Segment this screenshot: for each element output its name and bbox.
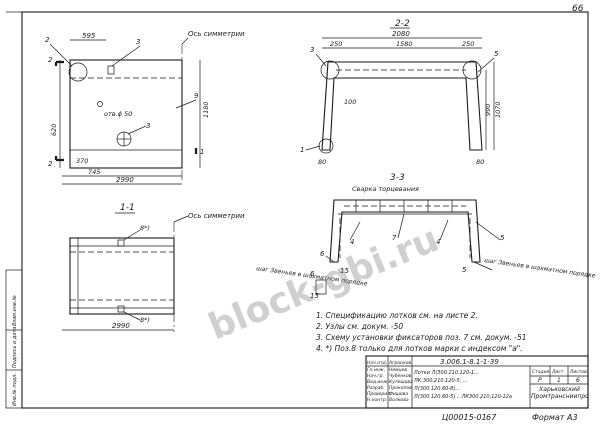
section-2-2: 2-2 2080 250 1580 250 1070 990 100 80 80… bbox=[300, 19, 502, 166]
section-3-3-callout-7: 7 bbox=[392, 234, 397, 242]
section-3-3-title: 3-3 bbox=[390, 173, 405, 183]
tb-name-6: Н.контр. bbox=[367, 397, 387, 403]
section-2-2-callout-1: 1 bbox=[300, 146, 304, 154]
plan-hole-label: отв.ϕ 50 bbox=[104, 110, 132, 118]
tb-signer-4: Прокопов bbox=[389, 385, 412, 391]
plan-dim-745: 745 bbox=[88, 168, 100, 176]
section-1-1-slab bbox=[69, 237, 175, 315]
section-2-2-dim-left: 250 bbox=[330, 40, 342, 48]
section-1-1-axis-label: Ось симметрии bbox=[188, 212, 245, 220]
plan-slab-outline bbox=[69, 59, 183, 169]
plan-dim-370: 370 bbox=[76, 157, 88, 165]
section-3-3-callout-4b: 4 bbox=[436, 238, 440, 246]
plan-dim-total: 2990 bbox=[116, 176, 134, 184]
section-3-3-callout-15b: 15 bbox=[310, 292, 319, 300]
tb-signer-1: Немцев bbox=[389, 367, 407, 373]
section-2-2-dim-total: 2080 bbox=[392, 30, 410, 38]
section-2-2-dim-right: 250 bbox=[462, 40, 474, 48]
title-block-doc-code: 3.006.1-8.1-1-39 bbox=[440, 358, 499, 366]
tb-organization: Харьковский Промтрансниипроект bbox=[531, 386, 588, 400]
section-3-3-note-right: шаг Звеньев в шахматном порядке bbox=[484, 257, 596, 280]
plan-dim-595: 595 bbox=[82, 32, 96, 40]
section-2-2-circle-right bbox=[462, 60, 482, 80]
section-2-2-dim-80-left: 80 bbox=[318, 158, 326, 166]
plan-section-mark-1: 1 bbox=[200, 148, 204, 156]
tb-name-1: Гл.инж. bbox=[367, 367, 385, 373]
tb-signer-0: Агранков bbox=[388, 360, 411, 366]
note-1: 1. Спецификацию лотков см. на листе 2. bbox=[316, 311, 478, 320]
notes-block: 1. Спецификацию лотков см. на листе 2. 2… bbox=[316, 311, 527, 353]
tb-name-0: Нач.отд. bbox=[367, 360, 387, 366]
note-2: 2. Узлы см. докум. -50 bbox=[316, 322, 403, 331]
side-stamp-2: Взам.инв.№ bbox=[12, 295, 18, 326]
sheet-frame bbox=[21, 11, 589, 409]
section-2-2-circle-left bbox=[320, 60, 340, 80]
tb-desc-0: Лотки Л(З00.210.120-1... bbox=[413, 370, 479, 376]
plan-detail-circle bbox=[68, 62, 88, 82]
tb-stage-h-0: Стадия bbox=[532, 369, 550, 375]
section-3-3-callout-6b: 6 bbox=[310, 270, 315, 278]
plan-dim-1180: 1180 bbox=[202, 101, 210, 118]
section-3-3-subtitle: Сварка торцевания bbox=[352, 185, 419, 193]
section-2-2-callout-5: 5 bbox=[494, 50, 499, 58]
footer-sheet: 67 bbox=[486, 413, 497, 422]
footer-code: Ц00015-01 bbox=[442, 413, 487, 422]
tb-stage-h-2: Листов bbox=[569, 369, 587, 375]
tb-stage-v-0: Р bbox=[538, 377, 542, 384]
tb-name-3: Вед.инж. bbox=[367, 379, 389, 385]
tb-signer-5: Фишова bbox=[389, 391, 408, 397]
tb-stage-v-1: 1 bbox=[557, 377, 561, 384]
note-3: 3. Схему установки фиксаторов поз. 7 см.… bbox=[316, 333, 527, 342]
section-2-2-dim-1070: 1070 bbox=[494, 101, 502, 118]
side-stamp-0: Инв.№ подл. bbox=[12, 373, 18, 406]
tb-desc-1: ЛК 300.210.120-5; ... bbox=[413, 378, 468, 384]
note-4: 4. *) Поз.8 только для лотков марки с ин… bbox=[316, 344, 523, 353]
section-1-1-dim-total: 2990 bbox=[112, 322, 130, 330]
tb-stage-v-2: 6 bbox=[576, 377, 580, 384]
plan-dim-620: 620 bbox=[50, 124, 58, 136]
section-1-1-title: 1-1 bbox=[120, 203, 135, 213]
tb-desc-3: Л(300.120.60-5)... ЛК300.210.120-12а bbox=[413, 394, 512, 400]
section-3-3-callout-6a: 6 bbox=[320, 250, 325, 258]
section-2-2-dim-990: 990 bbox=[484, 104, 492, 116]
tb-name-2: Нач.гр. bbox=[367, 373, 384, 379]
section-1-1: 1-1 Ось симметрии 8*) 8*) 2990 bbox=[62, 203, 245, 332]
section-2-2-profile bbox=[321, 61, 483, 151]
page-number: 66 bbox=[572, 4, 584, 14]
plan-axis-label: Ось симметрии bbox=[188, 30, 245, 38]
section-2-2-dim-80-right: 80 bbox=[476, 158, 484, 166]
section-3-3-callout-5b: 5 bbox=[462, 266, 467, 274]
section-2-2-circle-bottom bbox=[318, 138, 334, 154]
tb-stage-h-1: Лист bbox=[551, 369, 564, 375]
section-2-2-callout-3: 3 bbox=[310, 46, 314, 54]
plan-callout-2: 2 bbox=[45, 36, 50, 44]
tb-desc-2: Л(300.120.60-8)... bbox=[413, 386, 460, 392]
section-3-3-callout-5a: 5 bbox=[500, 234, 505, 242]
tb-signer-6: Волкова bbox=[389, 397, 409, 403]
side-stamp: Инв.№ подл. Подпись и дата Взам.инв.№ bbox=[5, 269, 23, 409]
section-3-3-callout-4a: 4 bbox=[350, 238, 354, 246]
section-2-2-dim-inner: 1580 bbox=[396, 40, 413, 48]
section-3-3-callout-15a: 15 bbox=[340, 267, 349, 275]
section-2-2-title: 2-2 bbox=[395, 19, 410, 29]
plan-section-mark-top: 2 bbox=[48, 56, 53, 64]
section-3-3-profile bbox=[329, 199, 481, 263]
tb-signer-2: Чубенков bbox=[389, 373, 412, 379]
tb-signer-3: Кулешова bbox=[389, 379, 413, 385]
title-block: 3.006.1-8.1-1-39 Нач.отд. Гл.инж. Нач.гр… bbox=[365, 355, 589, 409]
tb-name-5: Проверил bbox=[367, 391, 390, 397]
footer-format: Формат А3 bbox=[532, 413, 578, 422]
plan-view: Ось симметрии отв.ϕ 50 595 745 370 2990 … bbox=[45, 30, 245, 185]
section-1-1-mark-bottom: 8*) bbox=[140, 316, 150, 324]
plan-callout-9: 9 bbox=[194, 92, 199, 100]
section-1-1-mark-top: 8*) bbox=[140, 224, 150, 232]
plan-hole bbox=[97, 101, 103, 107]
section-2-2-dim-100: 100 bbox=[344, 98, 356, 106]
plan-section-mark-bottom: 2 bbox=[48, 160, 53, 168]
tb-name-4: Разраб. bbox=[367, 385, 385, 391]
plan-callout-3a: 3 bbox=[136, 38, 140, 46]
side-stamp-1: Подпись и дата bbox=[12, 327, 18, 368]
plan-callout-3b: 3 bbox=[146, 122, 150, 130]
